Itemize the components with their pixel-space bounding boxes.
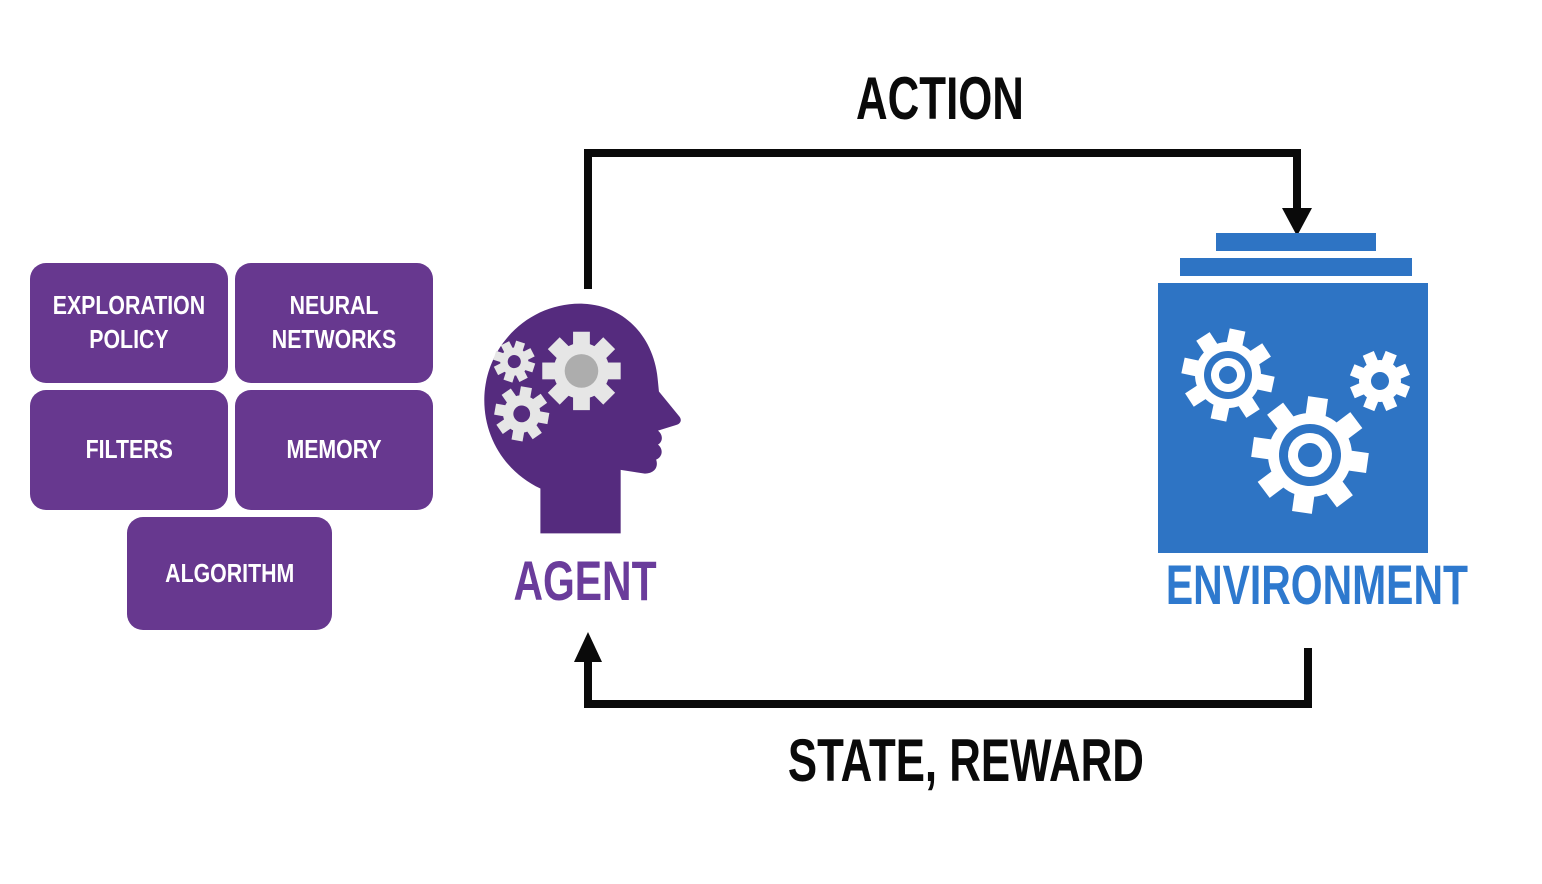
environment-mid-bar bbox=[1180, 258, 1412, 276]
gear-icon bbox=[1349, 350, 1411, 412]
state-reward-arrowhead-icon bbox=[574, 632, 602, 662]
gear-icon bbox=[542, 331, 621, 411]
environment-label-text: ENVIRONMENT bbox=[1165, 553, 1468, 616]
gear-icon bbox=[1181, 328, 1275, 422]
state-reward-label-text: STATE, REWARD bbox=[787, 727, 1144, 794]
concept-box-exploration-policy: EXPLORATION POLICY bbox=[30, 263, 228, 383]
environment-icon bbox=[1158, 233, 1430, 555]
agent-label-text: AGENT bbox=[513, 549, 657, 612]
concept-box-filters: FILTERS bbox=[30, 390, 228, 510]
concept-label: EXPLORATION POLICY bbox=[52, 290, 206, 354]
concept-box-neural-networks: NEURAL NETWORKS bbox=[235, 263, 433, 383]
agent-head-icon bbox=[462, 290, 686, 534]
concept-label: NEURAL NETWORKS bbox=[271, 290, 397, 354]
state-reward-arrow bbox=[584, 648, 1312, 708]
action-arrowhead-icon bbox=[1282, 208, 1312, 236]
head-silhouette bbox=[484, 303, 681, 534]
concept-label: FILTERS bbox=[85, 434, 173, 465]
state-reward-label: STATE, REWARD bbox=[722, 726, 1182, 795]
gear-icon bbox=[1251, 396, 1369, 514]
action-label: ACTION bbox=[760, 64, 1120, 133]
action-label-text: ACTION bbox=[856, 65, 1024, 132]
concept-box-memory: MEMORY bbox=[235, 390, 433, 510]
gear-icon bbox=[494, 386, 550, 442]
environment-label: ENVIRONMENT bbox=[1110, 552, 1484, 617]
concept-label: MEMORY bbox=[286, 434, 382, 465]
concept-box-algorithm: ALGORITHM bbox=[127, 517, 332, 630]
gear-icon bbox=[493, 340, 536, 383]
concept-label: ALGORITHM bbox=[164, 557, 295, 588]
environment-top-bar bbox=[1216, 233, 1376, 251]
agent-label: AGENT bbox=[460, 548, 710, 613]
